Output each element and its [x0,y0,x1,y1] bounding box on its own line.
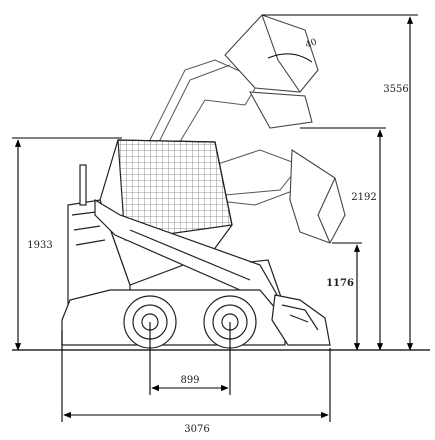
dump-angle-arc [267,53,313,63]
label-overall-height: 1933 [27,240,52,251]
dimension-dump-height [300,127,386,351]
label-dump-angle: 40 [304,37,318,50]
label-max-lift-height: 3556 [383,84,408,95]
dimension-wheelbase [149,322,231,395]
raised-bucket-ghost [224,14,319,129]
dimension-overall-height [12,137,122,351]
mid-bucket-ghost [289,149,346,244]
label-wheelbase: 899 [180,375,199,386]
label-dump-clearance: 1176 [326,278,354,289]
label-dump-height: 2192 [351,192,376,203]
dimension-overall-length [61,330,331,422]
label-overall-length: 3076 [184,424,209,435]
lowered-bucket [271,294,331,346]
dimension-dump-clearance [332,242,362,351]
dimension-max-lift-height [262,14,418,351]
